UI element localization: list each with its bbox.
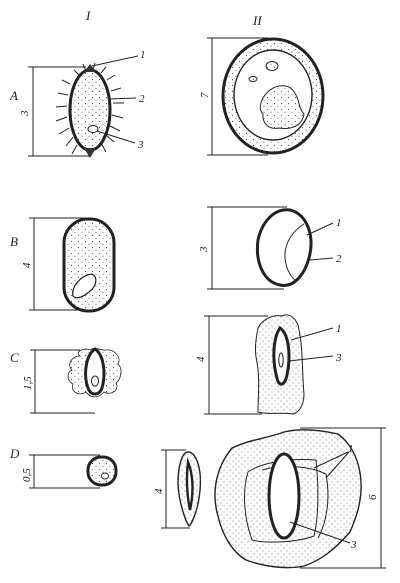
row-label-a: A	[9, 88, 18, 103]
row-label-d: D	[9, 446, 20, 461]
callout-a1-3: 3	[137, 139, 144, 151]
dimension-label-b2: 3	[198, 246, 210, 253]
dimension-line-a2	[207, 37, 268, 156]
callout-d2b-3: 3	[350, 539, 357, 551]
dimension-label-c2: 4	[195, 356, 207, 362]
dimension-line-d1	[29, 454, 100, 489]
spore-c2-nucleus	[278, 352, 284, 368]
callout-lines-c2	[288, 327, 334, 362]
dimension-label-c1: 1,5	[22, 376, 34, 390]
callout-d2b-1: 1	[348, 443, 354, 455]
callout-lines-b2	[306, 222, 334, 261]
callout-a1-2: 2	[139, 93, 145, 105]
dimension-line-c1	[30, 349, 95, 414]
dimension-label-d1: 0,5	[21, 468, 33, 482]
callout-lines-d2b	[289, 451, 351, 544]
callout-b2-2: 2	[336, 253, 342, 265]
row-label-b: B	[10, 234, 18, 249]
spore-a1-nucleus	[87, 125, 99, 133]
row-label-c: C	[10, 350, 19, 365]
spore-d1-body	[86, 455, 118, 487]
spore-b1-inclusion	[72, 273, 97, 299]
dimension-line-c2	[204, 315, 268, 415]
spore-b1-body	[62, 217, 116, 313]
dimension-label-d2a: 4	[153, 488, 165, 494]
spore-a1-apex	[84, 64, 96, 72]
dimension-label-d2b: 6	[367, 494, 379, 500]
callout-c2-3: 3	[335, 352, 342, 364]
spore-b2-body	[255, 208, 313, 287]
dimension-label-a2: 7	[199, 92, 211, 98]
dimension-line-d2b	[300, 427, 386, 569]
dimension-label-a1: 3	[19, 110, 31, 117]
column-header-i: I	[85, 8, 91, 23]
spore-d2b-body	[267, 452, 301, 540]
spore-c1-nucleus	[91, 375, 99, 387]
callout-a1-1: 1	[140, 49, 146, 61]
callout-c2-1: 1	[336, 323, 342, 335]
spore-a2-vacuole-2	[248, 75, 258, 83]
spore-a1-base	[84, 148, 96, 158]
spore-d1-nucleus	[101, 472, 109, 480]
dimension-line-b2	[207, 206, 287, 290]
column-header-ii: II	[252, 13, 262, 28]
dimension-line-a1	[28, 66, 90, 157]
dimension-line-b1	[29, 217, 88, 311]
dimension-label-b1: 4	[21, 262, 33, 268]
spore-b2-inner-line	[284, 223, 305, 282]
spore-d2a-inner	[185, 457, 194, 511]
spore-c1-body	[84, 347, 106, 396]
callout-b2-1: 1	[336, 217, 342, 229]
spore-a2-blob	[259, 85, 305, 129]
spore-a1-body	[68, 68, 112, 152]
spore-a2-vacuole-1	[265, 61, 279, 71]
dimension-line-d2a	[161, 449, 190, 529]
callout-lines-a1	[91, 55, 139, 144]
